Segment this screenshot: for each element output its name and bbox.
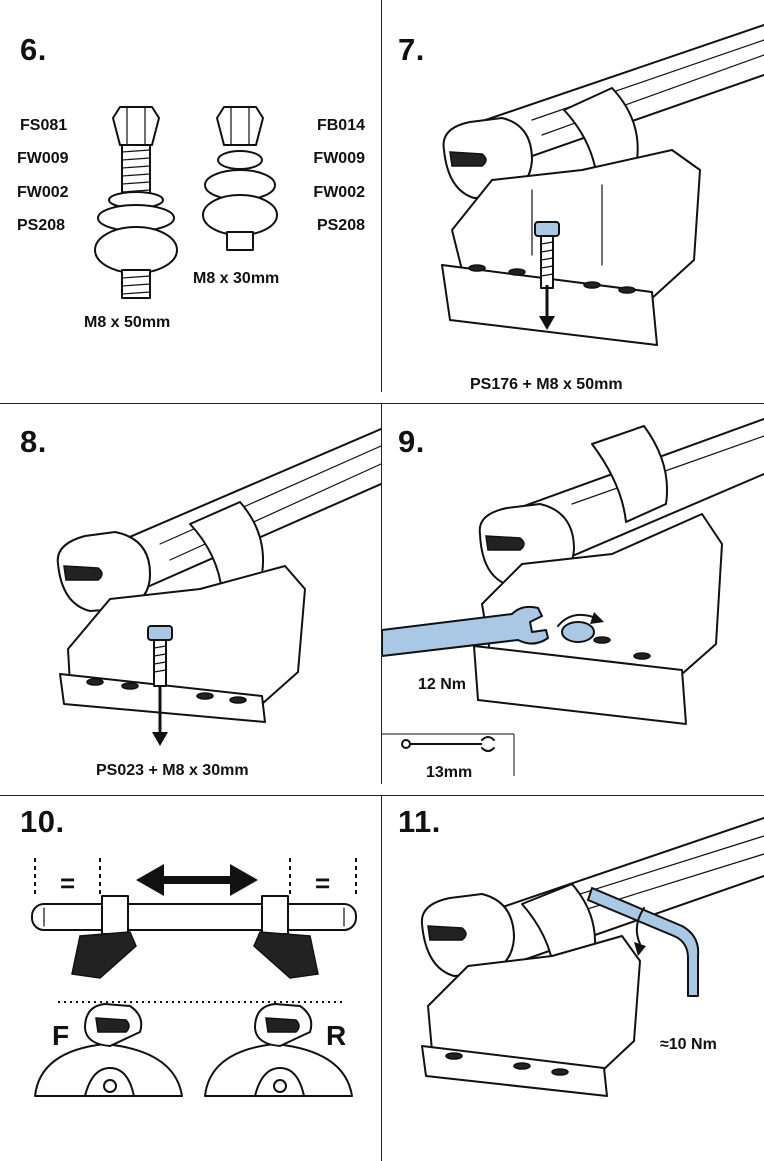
roof-foot-illustration — [441, 24, 764, 346]
roof-foot-illustration — [382, 418, 764, 776]
step-11-panel: 11. ≈10 Nm — [382, 796, 764, 1161]
divider-mid — [381, 404, 382, 784]
front-label: F — [52, 1020, 70, 1051]
step-number: 9. — [398, 424, 425, 459]
roof-foot-illustration — [56, 428, 381, 746]
bolt-icon — [94, 106, 278, 299]
part-label: FW002 — [17, 184, 69, 201]
rear-label: R — [326, 1020, 347, 1051]
roof-foot-illustration — [420, 817, 764, 1097]
part-label: PS208 — [316, 217, 365, 234]
divider-row2 — [0, 795, 764, 796]
step-number: 11. — [398, 804, 441, 839]
down-arrow-icon — [539, 285, 555, 330]
rotation-arrow-icon — [557, 612, 604, 627]
step-10-panel: 10. = = F R — [0, 796, 381, 1161]
divider-top — [381, 0, 382, 392]
part-label: FW009 — [17, 150, 69, 167]
step-number: 7. — [398, 32, 425, 67]
wrench-size-label: 13mm — [426, 764, 473, 781]
double-arrow-icon — [136, 864, 258, 896]
step-8-panel: 8. PS023 + M8 x 30mm — [0, 404, 381, 795]
down-arrow-icon — [152, 686, 168, 746]
wrench-icon — [401, 736, 495, 752]
part-label: FW002 — [313, 184, 365, 201]
step-caption: PS023 + M8 x 30mm — [96, 762, 249, 779]
step-6-panel: 6. FS081 FW009 FW002 PS208 FB014 FW009 F… — [0, 0, 381, 403]
wrench-icon — [382, 605, 549, 657]
part-label: PS208 — [17, 217, 66, 234]
part-label: FB014 — [316, 117, 365, 134]
step-number: 10. — [20, 804, 65, 839]
torque-label: 12 Nm — [418, 676, 467, 693]
equal-mark: = — [60, 868, 76, 898]
bolt-size-label: M8 x 50mm — [84, 314, 171, 331]
part-label: FS081 — [20, 117, 68, 134]
torque-label: ≈10 Nm — [660, 1036, 717, 1053]
rotation-arrow-icon — [634, 907, 646, 956]
bar-position-illustration — [31, 858, 357, 1097]
equal-mark: = — [315, 868, 331, 898]
bolt-size-label: M8 x 30mm — [193, 270, 280, 287]
divider-row1 — [0, 403, 764, 404]
step-number: 8. — [20, 424, 47, 459]
step-9-panel: 9. 12 Nm 13mm — [382, 404, 764, 795]
step-7-panel: 7. PS176 + M8 x 50mm — [382, 0, 764, 403]
divider-bottom — [381, 796, 382, 1161]
part-label: FW009 — [313, 150, 365, 167]
step-number: 6. — [20, 32, 47, 67]
step-caption: PS176 + M8 x 50mm — [470, 376, 623, 393]
